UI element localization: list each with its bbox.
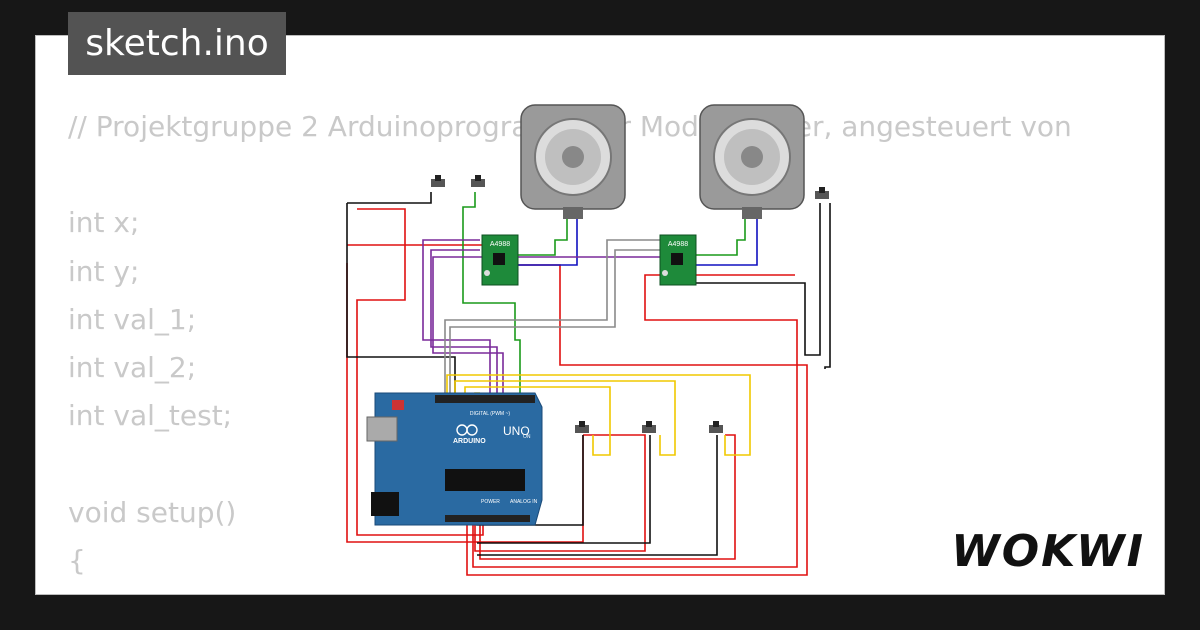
digital-header-label: DIGITAL (PWM ~)	[470, 411, 510, 417]
slide-switch-3[interactable]	[815, 187, 829, 199]
wire-blue-2	[690, 207, 758, 266]
wire-gray-1	[444, 239, 660, 395]
file-tab[interactable]: sketch.ino	[68, 12, 286, 75]
power-header-label: POWER	[481, 499, 500, 505]
arduino-model-label: UNO	[503, 424, 530, 438]
code-line: {	[68, 543, 86, 577]
slide-switch-1[interactable]	[431, 175, 445, 187]
code-line: int val_1;	[68, 302, 197, 336]
code-line: int val_test;	[68, 399, 233, 433]
wire-black-1	[346, 192, 456, 395]
wire-green-3	[690, 207, 746, 256]
a4988-driver-1[interactable]: A4988	[481, 234, 519, 286]
stepper-motor-2[interactable]	[699, 104, 805, 219]
code-line: int x;	[68, 206, 140, 240]
wire-red-1	[356, 208, 484, 536]
circuit-diagram: A4988 A4988	[346, 104, 831, 576]
driver-1-label: A4988	[490, 241, 510, 248]
slide-switch-4[interactable]	[575, 421, 589, 433]
arduino-brand-label: ARDUINO	[453, 438, 486, 445]
wire-purple-1	[422, 239, 491, 395]
driver-2-label: A4988	[668, 241, 688, 248]
wire-yellow-3	[464, 386, 611, 456]
slide-switch-5[interactable]	[642, 421, 656, 433]
code-line: int val_2;	[68, 350, 197, 384]
project-preview-card: // Projektgruppe 2 Arduinoprogramm für M…	[35, 35, 1165, 595]
wire-blue-1	[515, 207, 578, 266]
wire-yellow-2	[454, 380, 676, 456]
analog-header-label: ANALOG IN	[510, 499, 538, 505]
code-line: int y;	[68, 254, 140, 288]
wire-green-1	[462, 192, 521, 395]
wire-green-2	[515, 207, 568, 256]
wokwi-logo: WOKWI	[951, 526, 1145, 577]
slide-switch-6[interactable]	[709, 421, 723, 433]
code-line: Serial.begin(9600); // Startet Serial Mo…	[68, 585, 1133, 595]
wire-red-3	[472, 274, 798, 568]
a4988-driver-2[interactable]: A4988	[659, 234, 697, 286]
stepper-motor-1[interactable]	[520, 104, 626, 219]
wire-black-4	[477, 435, 651, 544]
wire-red-6	[479, 434, 736, 560]
wire-red-5	[474, 434, 646, 552]
wire-black-2	[695, 203, 831, 369]
wire-gray-2	[449, 249, 660, 395]
wire-purple-2	[430, 249, 498, 395]
wire-yellow-1	[446, 374, 751, 456]
arduino-uno-board[interactable]: DIGITAL (PWM ~) UNO ARDUINO ON POWER ANA…	[366, 392, 543, 526]
slide-switch-2[interactable]	[471, 175, 485, 187]
code-line: void setup()	[68, 495, 237, 529]
wire-black-5	[477, 435, 718, 556]
on-led-label: ON	[523, 434, 531, 440]
